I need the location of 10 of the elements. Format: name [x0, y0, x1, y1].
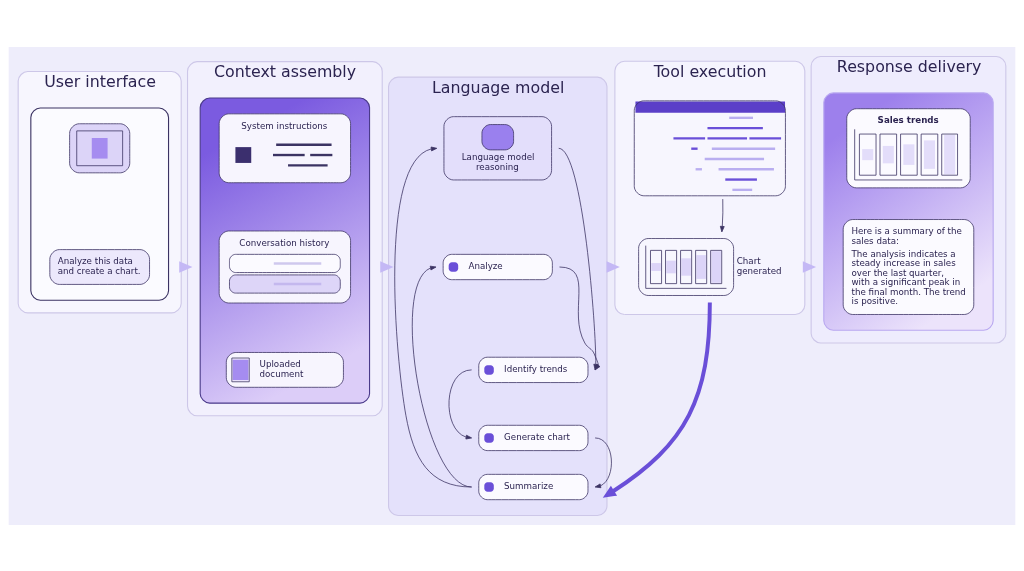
cluster: [199, 97, 371, 404]
cluster: [823, 91, 994, 331]
cluster: [30, 106, 170, 301]
arrow: [411, 265, 473, 487]
arrow: [448, 369, 473, 439]
node-label: Chart generated: [736, 255, 782, 276]
arrow: [602, 302, 712, 498]
arrow: [594, 437, 612, 488]
arrow: [719, 198, 725, 232]
arrow: [394, 146, 473, 487]
